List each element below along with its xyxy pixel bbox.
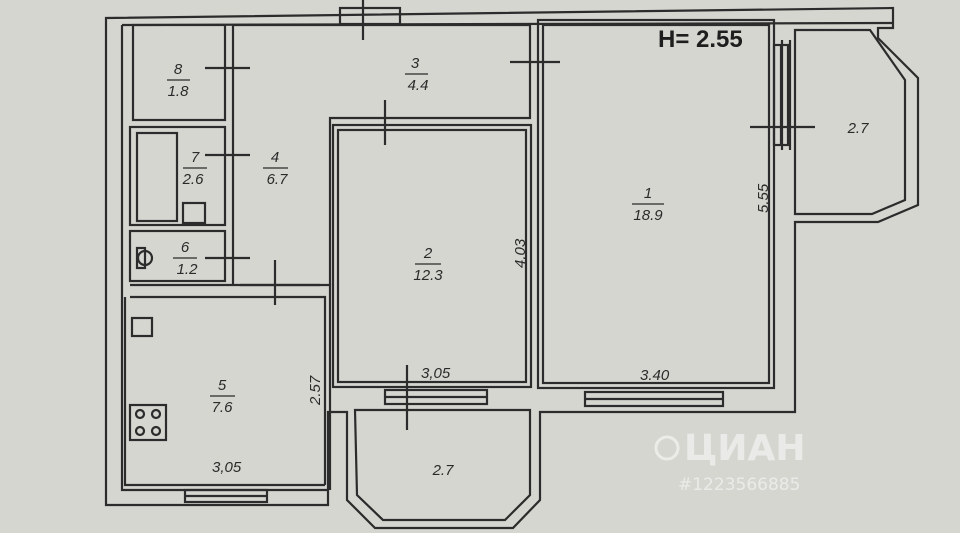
watermark-brand: ЦИАН	[684, 428, 806, 469]
room-labels: 8 1.8 3 4.4 7 2.6 4 6.7 6 1.2 2 12.3 1 1…	[167, 55, 869, 479]
watermark: ЦИАН #1223566885	[654, 428, 806, 495]
walls	[104, 0, 920, 530]
dimension-labels: 5.55 4.03 2.57 3,05 3.40 3,05	[212, 183, 772, 476]
balcony-bottom-area: 2.7	[432, 462, 455, 479]
room-7-number: 7	[191, 149, 200, 166]
room-4-number: 4	[271, 149, 279, 166]
ceiling-height-label: H= 2.55	[658, 26, 743, 53]
room-8-number: 8	[174, 61, 183, 78]
room-6-area: 1.2	[177, 261, 199, 278]
room-1-area: 18.9	[633, 207, 663, 224]
room-8-area: 1.8	[168, 83, 190, 100]
room-1-width-dimension: 3.40	[640, 367, 670, 384]
room-2-height-dimension: 4.03	[512, 238, 529, 268]
room-2-number: 2	[423, 245, 433, 262]
room-1-number: 1	[644, 185, 652, 202]
room-5-height-dimension: 2.57	[307, 375, 324, 406]
room-5-number: 5	[218, 377, 227, 394]
room-6-number: 6	[181, 239, 190, 256]
room-7-area: 2.6	[182, 171, 205, 188]
balcony-right-area: 2.7	[847, 120, 870, 137]
room-1-height-dimension: 5.55	[755, 183, 772, 213]
room-3-area: 4.4	[408, 77, 429, 94]
room-4-area: 6.7	[267, 171, 289, 188]
room-5-width-dimension: 3,05	[212, 459, 242, 476]
room-2-width-dimension: 3,05	[421, 365, 451, 382]
room-5-area: 7.6	[212, 399, 234, 416]
room-3-number: 3	[411, 55, 420, 72]
room-2-area: 12.3	[413, 267, 443, 284]
watermark-code: #1223566885	[678, 475, 800, 495]
